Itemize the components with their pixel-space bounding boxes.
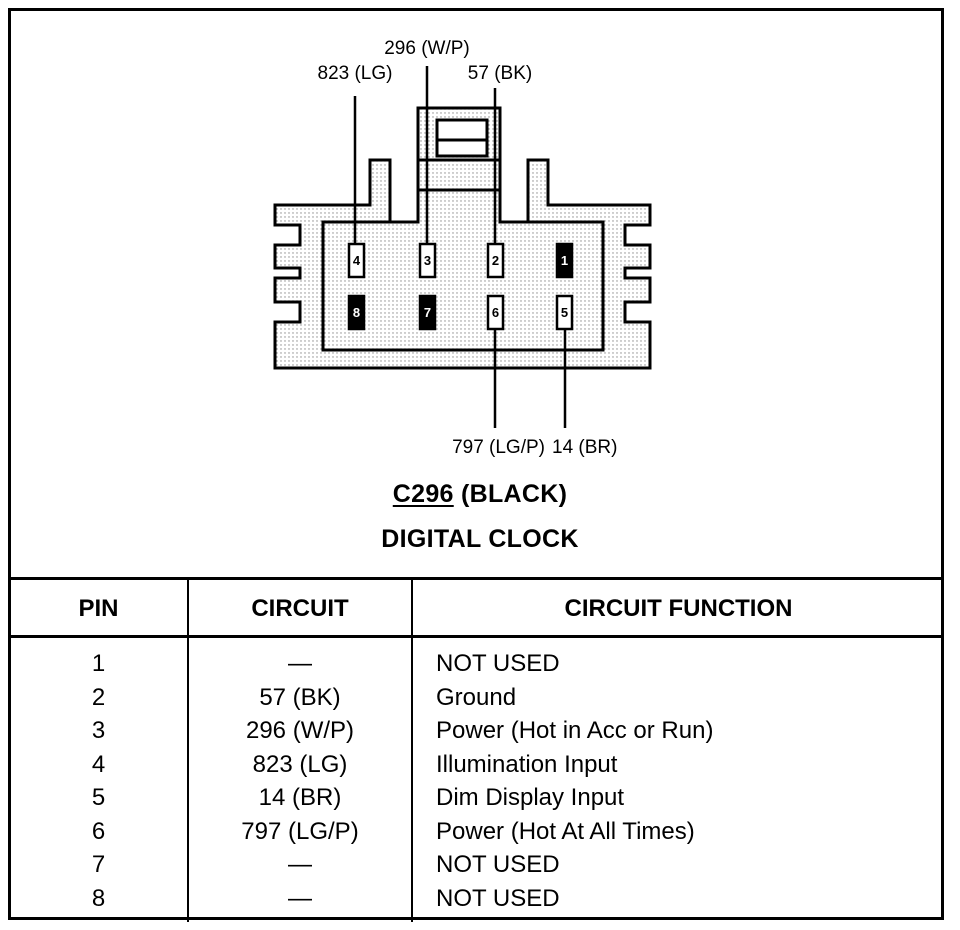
table-row: 5 14 (BR) Dim Display Input [10,781,944,815]
table-row: 7 — NOT USED [10,848,944,882]
cell-function: Illumination Input [436,750,618,778]
pin-number: 3 [424,253,431,268]
pin-3: 3 [418,242,437,279]
wire-label-14: 14 (BR) [552,437,617,458]
cell-circuit: 14 (BR) [258,784,342,811]
pin-terminal [555,242,574,279]
column-divider [187,580,189,922]
cell-pin: 5 [91,784,106,811]
cell-function: Dim Display Input [436,784,625,811]
locking-tab-window [435,118,489,158]
connector-id: C296 [392,480,454,508]
pin-terminal [486,294,505,331]
pin-6: 6 [486,294,505,331]
cell-pin: 1 [91,650,106,677]
pin-number: 7 [424,305,431,320]
table-row: 4 823 (LG) Illumination Input [10,748,944,782]
cell-circuit: 296 (W/P) [245,717,355,744]
connector-subtitle: DIGITAL CLOCK [381,525,579,553]
table-row: 3 296 (W/P) Power (Hot in Acc or Run) [10,714,944,748]
pin-number: 2 [492,253,499,268]
wire-label-57: 57 (BK) [468,63,532,84]
wire-label-823: 823 (LG) [318,63,393,84]
cell-pin: 3 [91,717,106,744]
pin-terminal [486,242,505,279]
cell-function: NOT USED [436,650,560,677]
header-divider [10,635,944,638]
pin-5: 5 [555,294,574,331]
cell-circuit: 797 (LG/P) [241,817,359,845]
pin-1: 1 [555,242,574,279]
pin-terminal [347,294,366,331]
cell-circuit: 57 (BK) [259,683,341,711]
cell-function: Power (Hot At All Times) [436,817,695,845]
cell-circuit: — [288,851,312,878]
column-divider [411,580,413,922]
pin-2: 2 [486,242,505,279]
pin-number: 4 [353,253,361,268]
connector-diagram: 4 3 2 1 8 7 6 5 296 (W/P) 823 (LG) 57 (BK) 797 … [273,38,652,458]
cell-function: Power (Hot in Acc or Run) [436,717,714,744]
table-row: 2 57 (BK) Ground [10,681,944,715]
cell-pin: 6 [91,817,106,845]
cell-function: Ground [436,683,517,711]
pins-layer: 4 3 2 1 8 7 6 5 [347,242,574,331]
cell-circuit: — [288,650,312,677]
pin-table: PIN CIRCUIT CIRCUIT FUNCTION 1 — NOT USE… [10,577,944,922]
cell-pin: 7 [91,851,106,878]
table-row: 8 — NOT USED [10,882,944,916]
cell-pin: 4 [91,750,106,778]
pin-number: 6 [492,305,499,320]
pin-terminal [555,294,574,331]
table-row: 6 797 (LG/P) Power (Hot At All Times) [10,815,944,849]
header-circuit-function: CIRCUIT FUNCTION [564,595,793,622]
wire-label-797: 797 (LG/P) [452,437,545,458]
pin-terminal [418,242,437,279]
figure-frame [8,8,944,920]
cell-circuit: 823 (LG) [252,750,348,778]
pin-number: 5 [561,305,568,320]
wire-label-296: 296 (W/P) [384,38,470,59]
connector-cavity [321,188,605,352]
pin-number: 8 [353,305,360,320]
table-row: 1 — NOT USED [10,647,944,681]
cell-function: NOT USED [436,851,560,878]
pin-terminal [347,242,366,279]
header-circuit: CIRCUIT [251,595,349,622]
header-pin: PIN [78,595,119,622]
pin-8: 8 [347,294,366,331]
pin-4: 4 [347,242,366,279]
cell-function: NOT USED [436,884,560,912]
cell-circuit: — [288,884,312,912]
connector-color: (BLACK) [453,480,568,508]
pin-number: 1 [561,253,568,268]
connector-title: C296 (BLACK) [0,480,960,509]
pin-terminal [418,294,437,331]
pin-7: 7 [418,294,437,331]
cell-pin: 2 [91,683,106,711]
cell-pin: 8 [91,884,106,912]
